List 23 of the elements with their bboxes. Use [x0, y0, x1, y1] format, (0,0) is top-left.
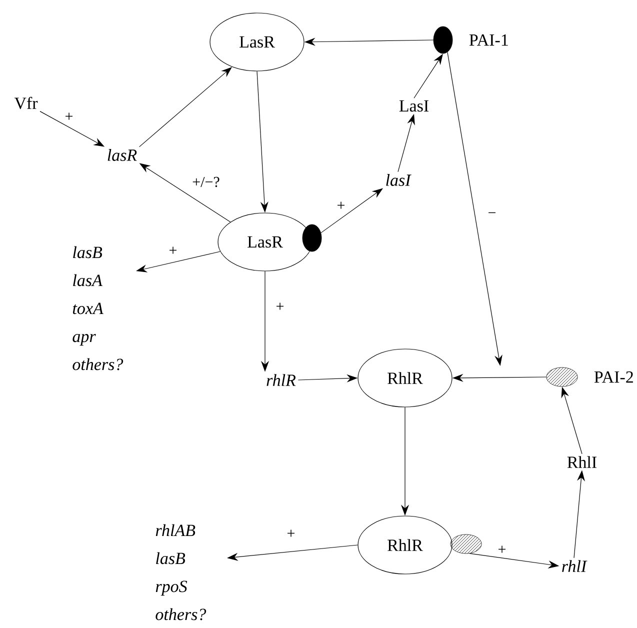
gene-list: lasB lasA toxA apr others?	[72, 246, 124, 370]
protein-label: RhlI	[567, 456, 597, 468]
signal-molecule	[450, 534, 482, 554]
regulator-label: Vfr	[14, 96, 38, 110]
protein-label: LasI	[399, 100, 429, 112]
gene-label: lasI	[386, 174, 412, 186]
gene-label: lasR	[108, 149, 137, 161]
molecule-label: PAI-1	[469, 34, 508, 46]
gene-list: rhlAB lasB rpoS others?	[156, 524, 206, 620]
signal-molecule	[302, 224, 322, 252]
gene-label: rhlR	[266, 374, 296, 386]
molecule-label: PAI-2	[594, 371, 633, 383]
edge-label: +	[276, 302, 284, 310]
edge-label: −	[488, 212, 496, 214]
gene-label: rhlI	[562, 560, 588, 572]
signal-molecule	[433, 26, 453, 54]
edge-label: +	[338, 202, 344, 209]
edge-label: +	[498, 546, 506, 553]
signal-molecule	[546, 367, 578, 387]
edge-label: +	[170, 246, 176, 254]
edge-label: +	[288, 530, 294, 537]
edge-label: +/−?	[192, 176, 220, 188]
edge-label: +	[66, 112, 72, 120]
